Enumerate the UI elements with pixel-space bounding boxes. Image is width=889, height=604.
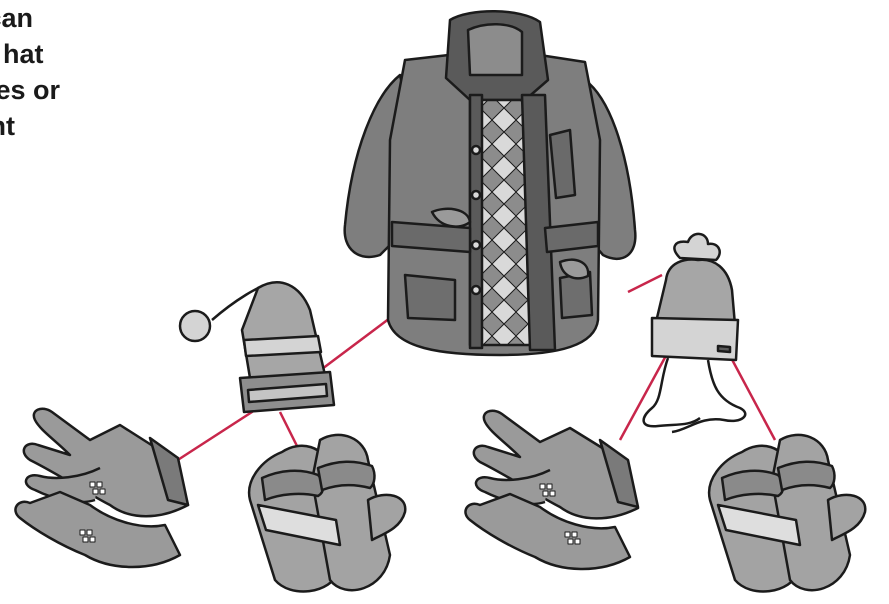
connector-hat-left-to-mittens: [280, 412, 298, 448]
knit-tassel-hat-icon: [644, 234, 746, 432]
striped-pompom-hat-icon: [180, 282, 334, 412]
mittens-right-icon: [709, 435, 865, 592]
connector-jacket-to-hat-right: [628, 275, 662, 292]
connector-hat-right-to-mittens: [728, 352, 775, 440]
gloves-right-icon: [465, 411, 638, 569]
gloves-left-icon: [15, 409, 188, 567]
connector-jacket-to-hat-left: [318, 318, 390, 372]
mittens-left-icon: [249, 435, 405, 592]
connector-hat-left-to-gloves: [170, 410, 255, 465]
jacket-icon: [345, 11, 636, 355]
